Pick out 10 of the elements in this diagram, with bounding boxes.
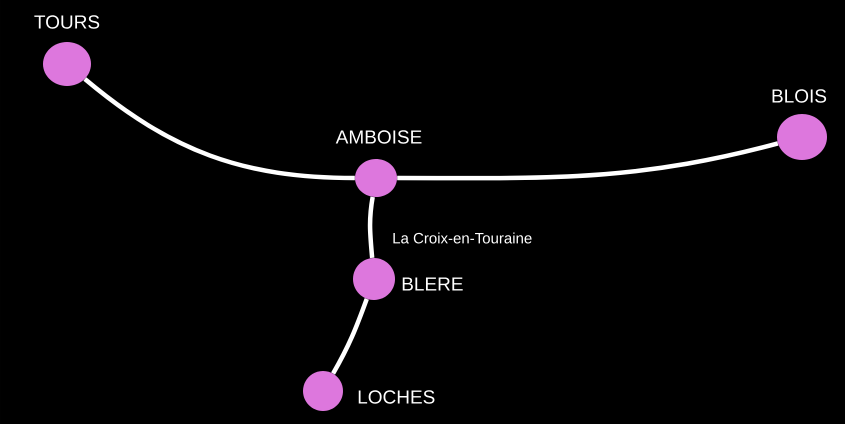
station-label: BLOIS: [772, 89, 826, 103]
road-line: [368, 196, 375, 258]
road-line: [83, 77, 355, 180]
road-line: [331, 298, 369, 375]
station-label: AMBOISE: [336, 130, 422, 144]
station-label: LOCHES: [358, 390, 434, 404]
road-line: [397, 141, 778, 180]
station-label: TOURS: [34, 15, 100, 29]
place-label: La Croix-en-Touraine: [393, 232, 532, 244]
station-label: BLERE: [402, 277, 463, 291]
